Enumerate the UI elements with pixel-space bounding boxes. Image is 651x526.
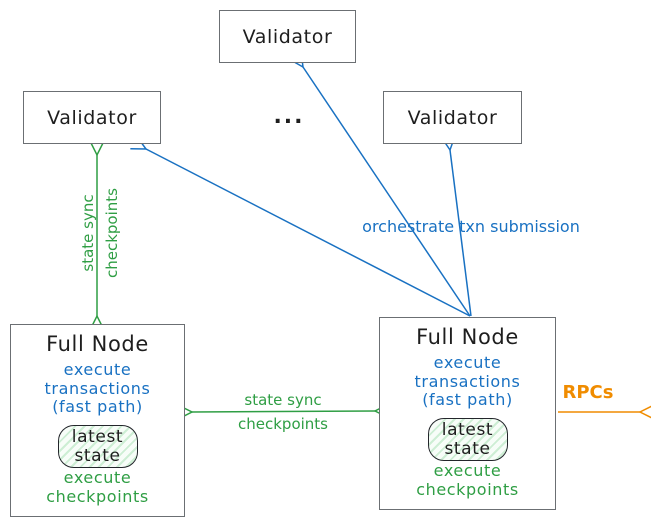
vertical-state-sync-label: state sync — [79, 194, 97, 272]
latest-state-box: latest state — [427, 418, 508, 461]
full-node-box-left: Full Node execute transactions(fast path… — [10, 324, 185, 517]
execute-transactions-label: execute transactions(fast path) — [44, 360, 151, 416]
horizontal-state-sync-label: state sync — [244, 391, 322, 409]
execute-transactions-label: execute transactions(fast path) — [414, 353, 521, 409]
state-sync-horizontal-arrow — [177, 403, 390, 420]
latest-state-box: latest state — [57, 425, 138, 468]
full-node-box-right: Full Node execute transactions(fast path… — [379, 317, 556, 510]
validator-box-left: Validator — [23, 91, 161, 144]
rpcs-label: RPCs — [562, 382, 614, 403]
vertical-checkpoints-label: checkpoints — [103, 188, 121, 278]
validators-ellipsis: ... — [273, 104, 305, 129]
full-node-title: Full Node — [46, 332, 149, 356]
orchestrate-txn-submission-label: orchestrate txn submission — [362, 217, 580, 236]
validator-box-right: Validator — [383, 91, 522, 144]
full-node-title: Full Node — [416, 325, 519, 349]
execute-checkpoints-label: execute checkpoints — [46, 468, 149, 506]
execute-checkpoints-label: execute checkpoints — [416, 461, 519, 499]
validator-label: Validator — [407, 106, 498, 129]
validator-label: Validator — [242, 25, 333, 48]
validator-label: Validator — [47, 106, 137, 129]
horizontal-checkpoints-label: checkpoints — [238, 415, 328, 433]
validator-box-top: Validator — [219, 10, 356, 63]
